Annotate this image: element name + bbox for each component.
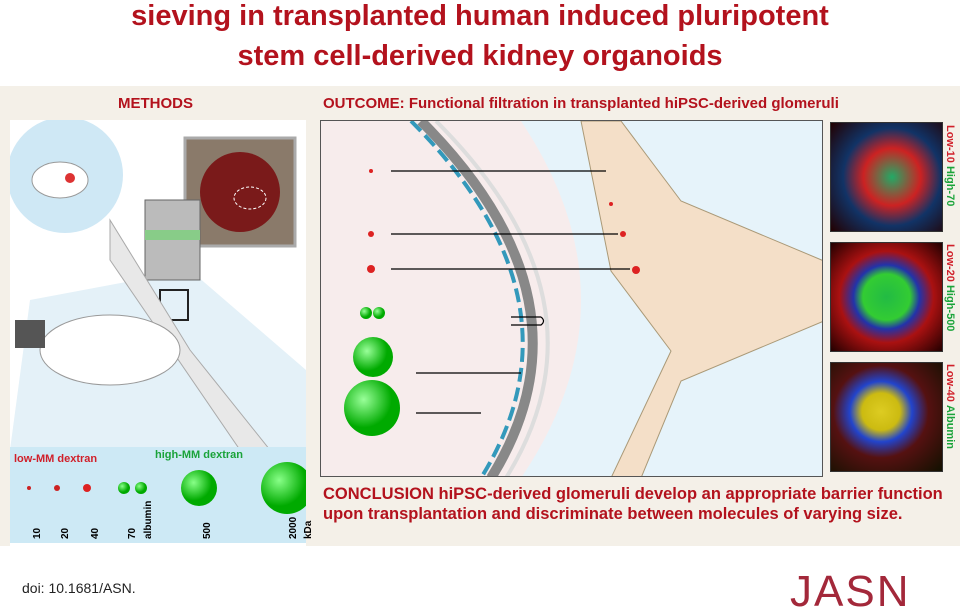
label-low-40: Low-40 bbox=[944, 364, 956, 402]
sphere-albumin bbox=[135, 482, 147, 494]
size-10: 10 bbox=[32, 527, 43, 539]
unit-kda: kDa bbox=[303, 520, 314, 539]
low-mm-label: low-MM dextran bbox=[14, 453, 98, 465]
sphere-40 bbox=[83, 484, 91, 492]
label-high-70: High-70 bbox=[944, 165, 956, 207]
outcome-header: OUTCOME: Functional filtration in transp… bbox=[323, 95, 839, 112]
title-line-1: sieving in transplanted human induced pl… bbox=[131, 0, 829, 32]
micrograph-label-1: Low-10 High-70 bbox=[944, 125, 956, 206]
dextran-size-spheres bbox=[27, 462, 306, 514]
high-mm-label: high-MM dextran bbox=[155, 449, 243, 461]
mouse-microscope-illustration bbox=[7, 117, 306, 451]
sphere-20 bbox=[54, 485, 60, 491]
sphere-2000 bbox=[261, 462, 306, 514]
jasn-logo: JASN bbox=[790, 567, 911, 616]
label-low-10: Low-10 bbox=[944, 125, 956, 163]
micrograph-low40-albumin bbox=[830, 362, 943, 472]
filtration-diagram bbox=[320, 120, 823, 477]
size-20: 20 bbox=[60, 527, 71, 539]
glomerular-barrier-illustration bbox=[321, 121, 822, 476]
label-low-20: Low-20 bbox=[944, 244, 956, 282]
dextran-legend: low-MM dextran high-MM dextran 10 20 40 … bbox=[10, 447, 314, 543]
micrograph-label-2: Low-20 High-500 bbox=[944, 244, 956, 331]
sphere-500 bbox=[181, 470, 217, 506]
label-high-500: High-500 bbox=[944, 284, 956, 332]
micrograph-label-3: Low-40 Albumin bbox=[944, 364, 956, 449]
micrograph-low10-high70 bbox=[830, 122, 943, 232]
size-70: 70 bbox=[127, 527, 138, 539]
conclusion-text: CONCLUSION hiPSC-derived glomeruli devel… bbox=[323, 485, 943, 523]
micrograph-low20-high500 bbox=[830, 242, 943, 352]
methods-illustration bbox=[7, 117, 306, 550]
methods-header: METHODS bbox=[118, 95, 193, 112]
doi-text: doi: 10.1681/ASN. bbox=[22, 580, 136, 596]
title-line-2: stem cell-derived kidney organoids bbox=[237, 40, 723, 72]
size-albumin: albumin bbox=[143, 500, 154, 539]
size-500: 500 bbox=[202, 522, 213, 539]
size-40: 40 bbox=[90, 527, 101, 539]
size-2000: 2000 bbox=[288, 516, 299, 539]
label-albumin: Albumin bbox=[944, 404, 956, 449]
sphere-70 bbox=[118, 482, 130, 494]
sphere-10 bbox=[27, 486, 31, 490]
